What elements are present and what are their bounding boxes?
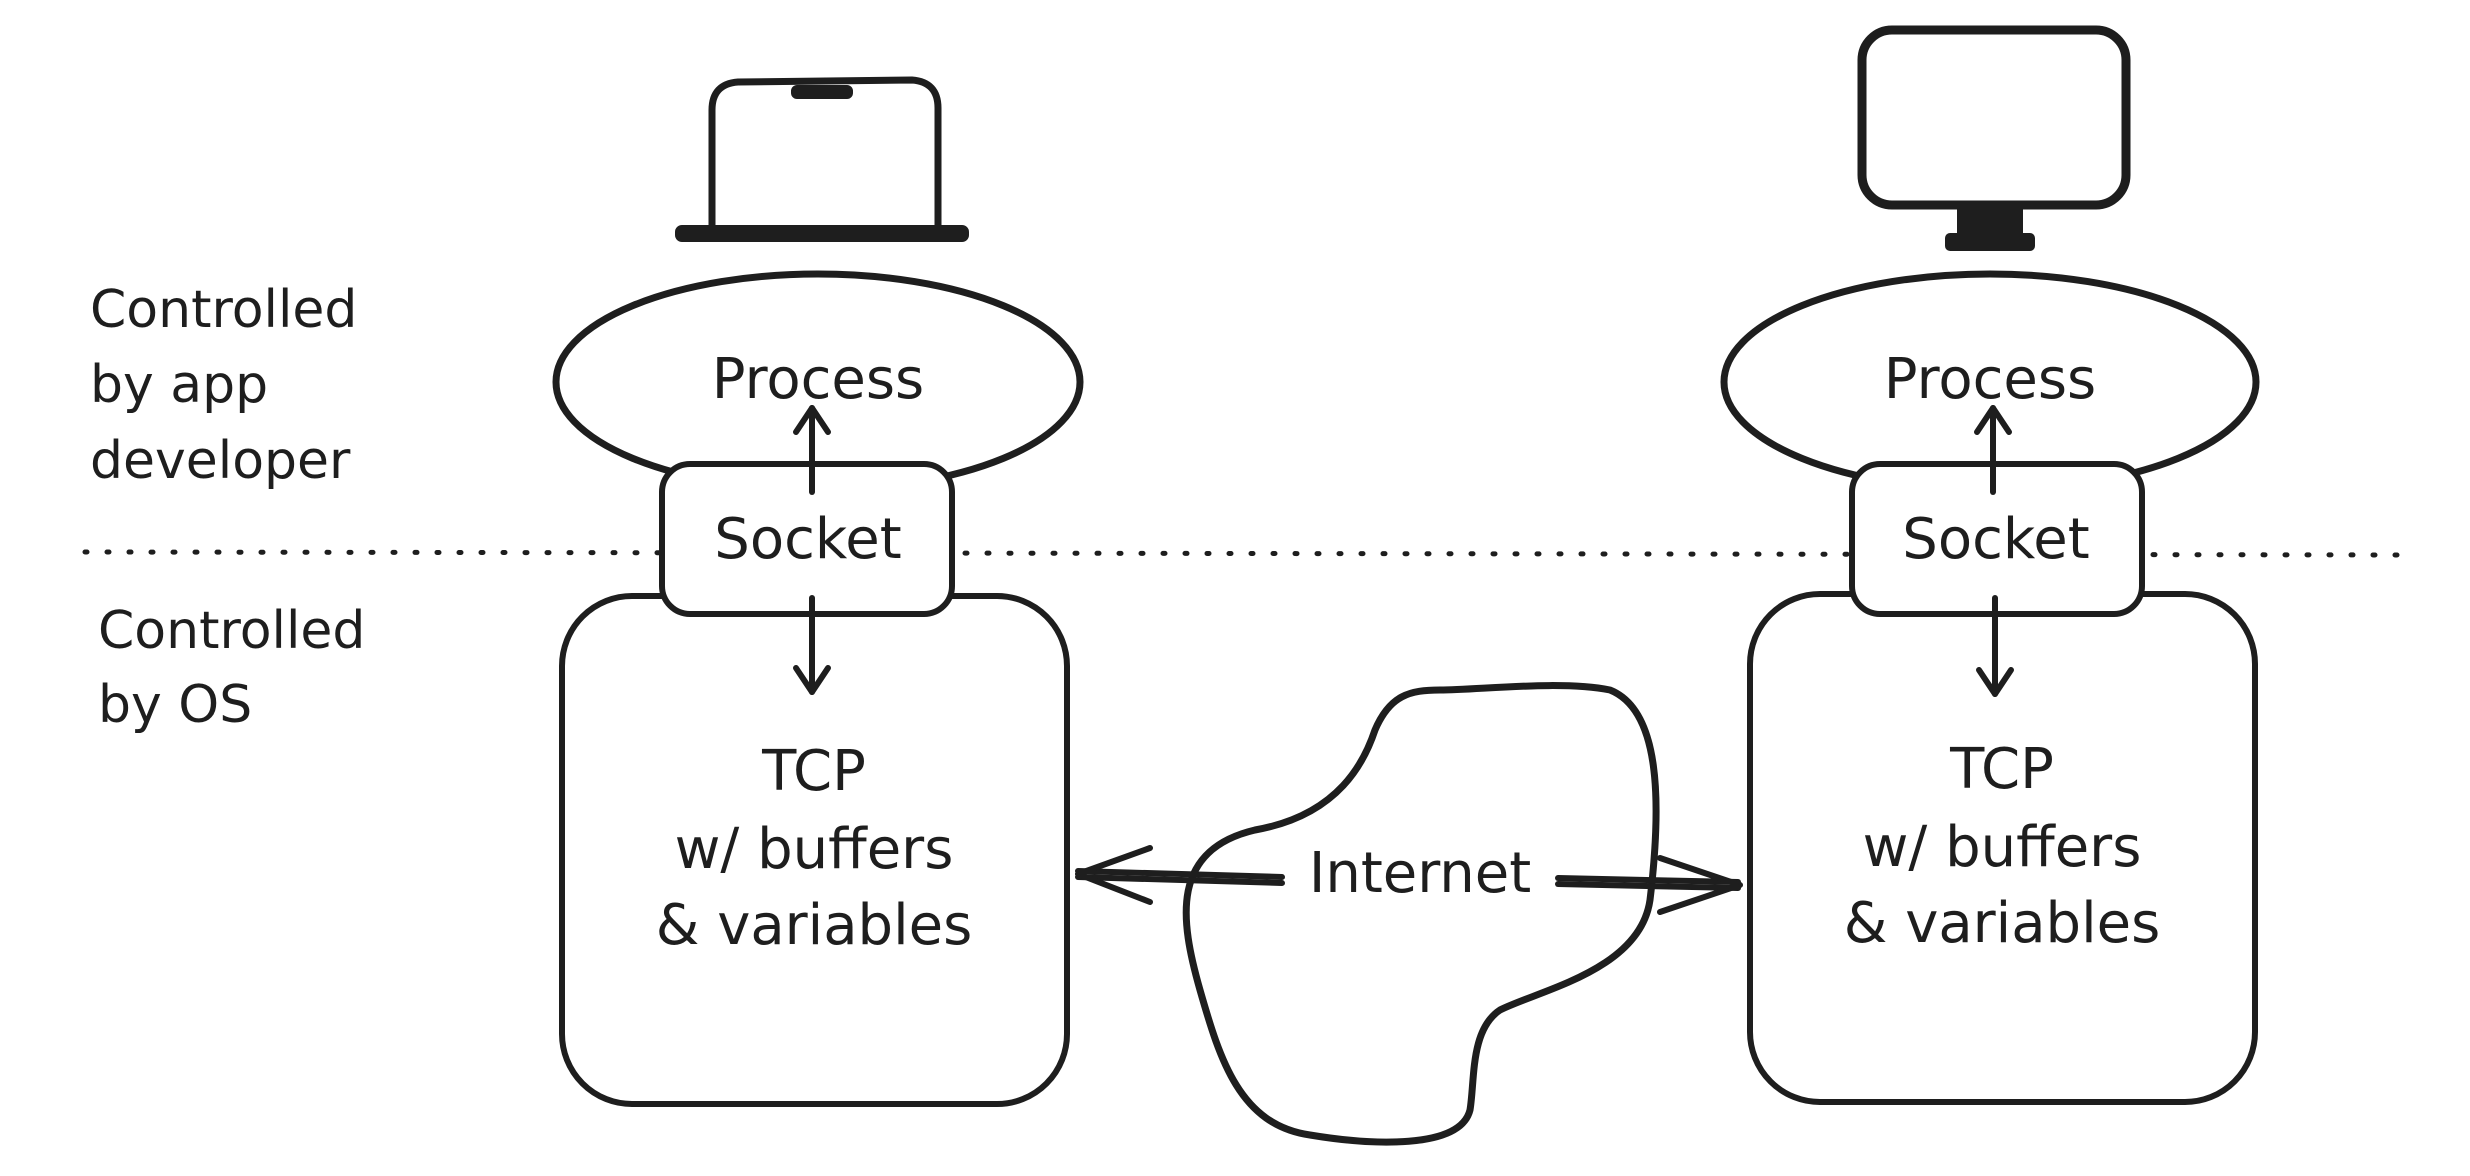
internet-cloud: Internet bbox=[1075, 682, 1743, 1146]
socket-tcp-arrow bbox=[793, 595, 831, 695]
internet-arrow bbox=[1075, 845, 1743, 915]
tcp-label-line-3: & variables bbox=[1844, 891, 2161, 956]
tcp-label-line-1: TCP bbox=[1949, 737, 2054, 802]
right-host: Process Socket TCP w/ buffers & variable… bbox=[1720, 25, 2260, 1105]
socket-process-arrow bbox=[793, 405, 831, 495]
cloud-shape bbox=[1182, 682, 1660, 1146]
process-label: Process bbox=[1884, 347, 2096, 412]
socket-label: Socket bbox=[714, 507, 901, 572]
tcp-label-line-3: & variables bbox=[656, 893, 973, 958]
tcp-label-line-2: w/ buffers bbox=[675, 817, 954, 882]
app-label-line-3: developer bbox=[90, 431, 351, 491]
app-label-line-2: by app bbox=[90, 355, 268, 415]
socket-label: Socket bbox=[1902, 507, 2089, 572]
socket-process-arrow bbox=[1974, 405, 2012, 495]
tcp-label-line-2: w/ buffers bbox=[1863, 815, 2142, 880]
os-label: Controlled by OS bbox=[98, 601, 365, 735]
app-developer-label: Controlled by app developer bbox=[90, 280, 357, 491]
socket-tcp-arrow bbox=[1976, 595, 2014, 697]
internet-label: Internet bbox=[1309, 841, 1531, 906]
laptop-icon bbox=[675, 76, 969, 242]
left-host: Process Socket TCP w/ buffers & variable… bbox=[552, 76, 1084, 1107]
os-label-line-1: Controlled bbox=[98, 601, 365, 661]
tcp-label-line-1: TCP bbox=[761, 739, 866, 804]
app-label-line-1: Controlled bbox=[90, 280, 357, 340]
os-label-line-2: by OS bbox=[98, 675, 252, 735]
socket-box bbox=[659, 461, 955, 617]
monitor-icon bbox=[1857, 25, 2131, 251]
process-label: Process bbox=[712, 347, 924, 412]
